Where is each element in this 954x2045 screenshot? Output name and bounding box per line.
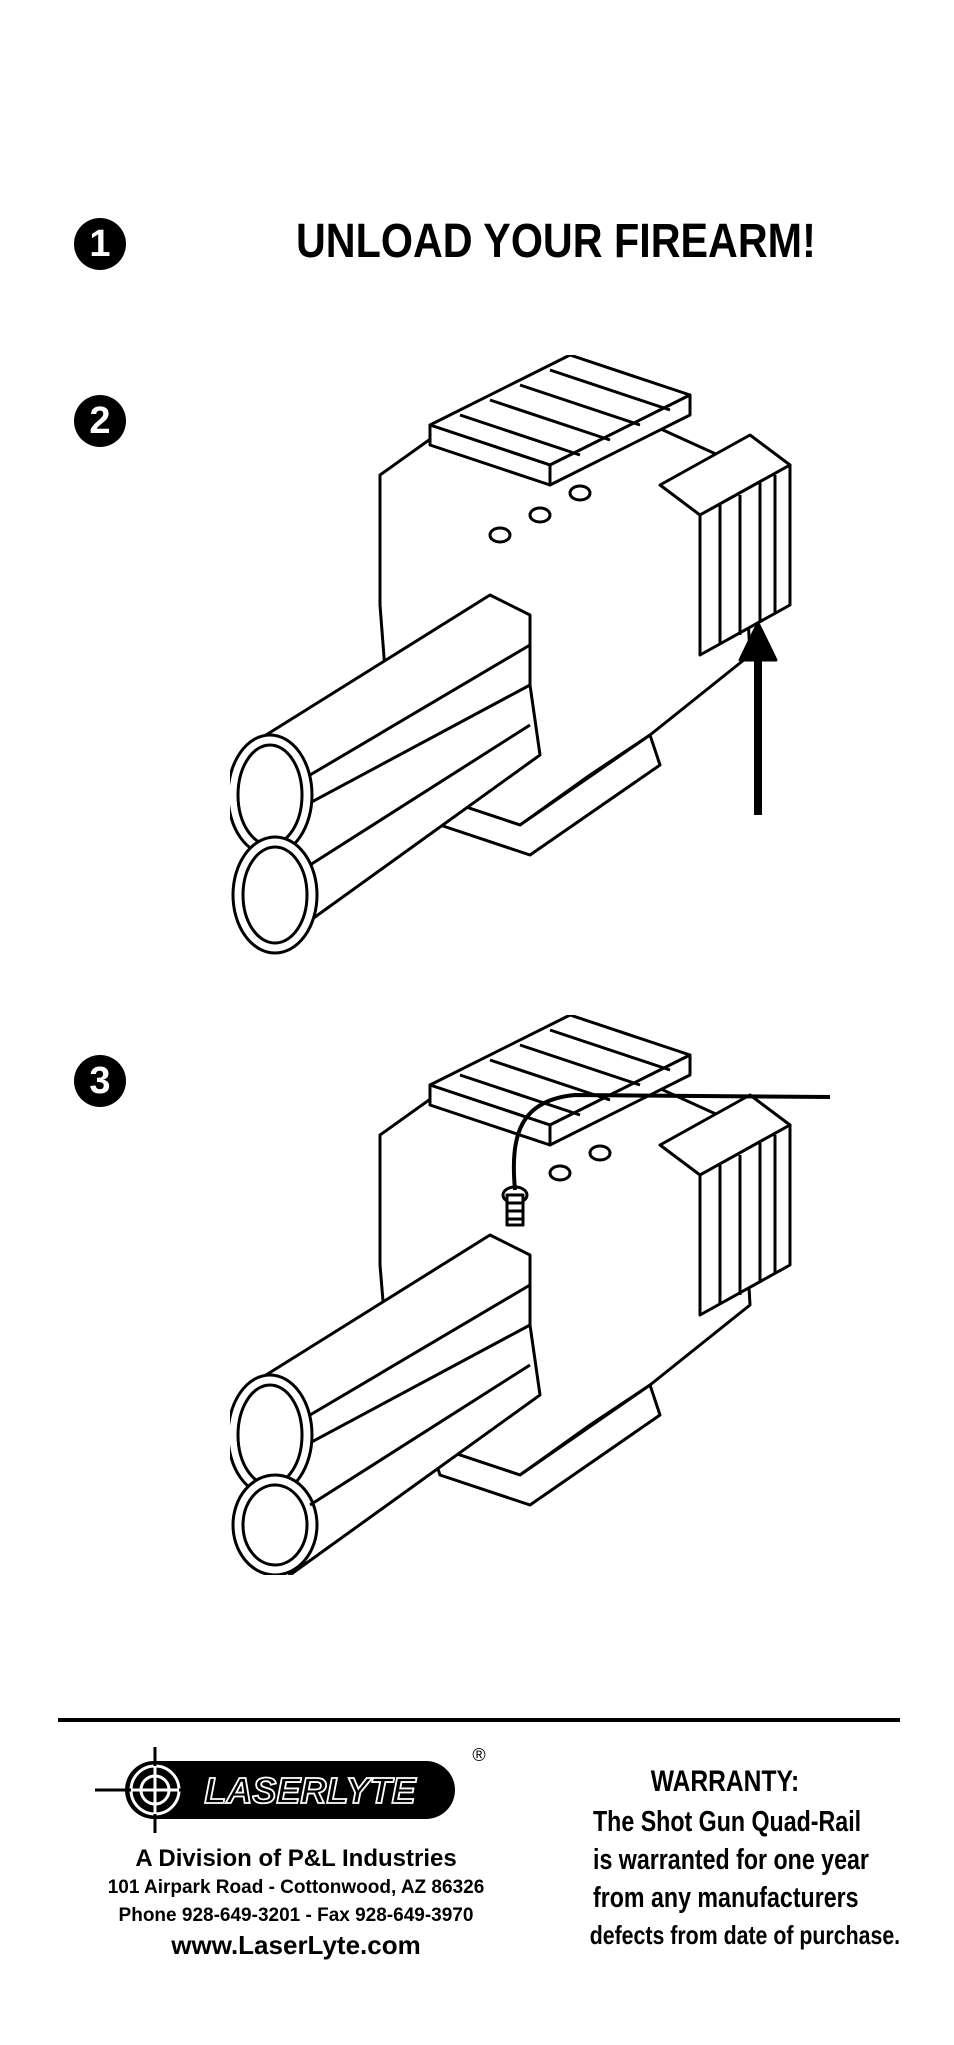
- warranty-title: WARRANTY:: [650, 1765, 800, 1798]
- right-rail: [658, 433, 792, 657]
- top-rail: [428, 355, 692, 487]
- push-up-arrow-icon: [738, 621, 778, 815]
- registered-mark: ®: [472, 1745, 485, 1765]
- screw-hole: [528, 506, 552, 524]
- company-address: 101 Airpark Road - Cottonwood, AZ 86326: [107, 1877, 485, 1898]
- step-2-badge: 2: [74, 395, 126, 447]
- hex-key-icon: [511, 1093, 831, 1191]
- warranty-line: The Shot Gun Quad-Rail: [593, 1806, 862, 1838]
- section-divider: [58, 1718, 900, 1722]
- laserlyte-logo: LASERLYTE ®: [95, 1745, 486, 1833]
- screw-hole: [568, 484, 592, 502]
- quad-rail-install-illustration: [230, 355, 792, 955]
- shotgun-barrels: [230, 593, 542, 955]
- screw-hole: [548, 1164, 572, 1182]
- mount-lower-flange: [428, 1383, 662, 1507]
- page-heading: UNLOAD YOUR FIREARM!: [296, 215, 816, 268]
- warranty-line: is warranted for one year: [593, 1844, 869, 1876]
- screw-icon: [501, 1185, 529, 1227]
- shotgun-barrels: [230, 1233, 542, 1575]
- company-division: A Division of P&L Industries: [135, 1845, 457, 1872]
- logo-brand-text: LASERLYTE: [204, 1770, 416, 1811]
- company-website: www.LaserLyte.com: [171, 1930, 421, 1960]
- step-1-badge: 1: [74, 218, 126, 270]
- screw-hole: [588, 1144, 612, 1162]
- warranty-line: defects from date of purchase.: [589, 1920, 901, 1950]
- step-3-badge: 3: [74, 1055, 126, 1107]
- company-phone: Phone 928-649-3201 - Fax 928-649-3970: [118, 1905, 474, 1926]
- screw-tightening-illustration: [230, 1015, 831, 1575]
- top-rail: [428, 1015, 692, 1147]
- screw-hole: [488, 526, 512, 544]
- right-rail: [658, 1093, 792, 1317]
- warranty-line: from any manufacturers: [593, 1882, 859, 1914]
